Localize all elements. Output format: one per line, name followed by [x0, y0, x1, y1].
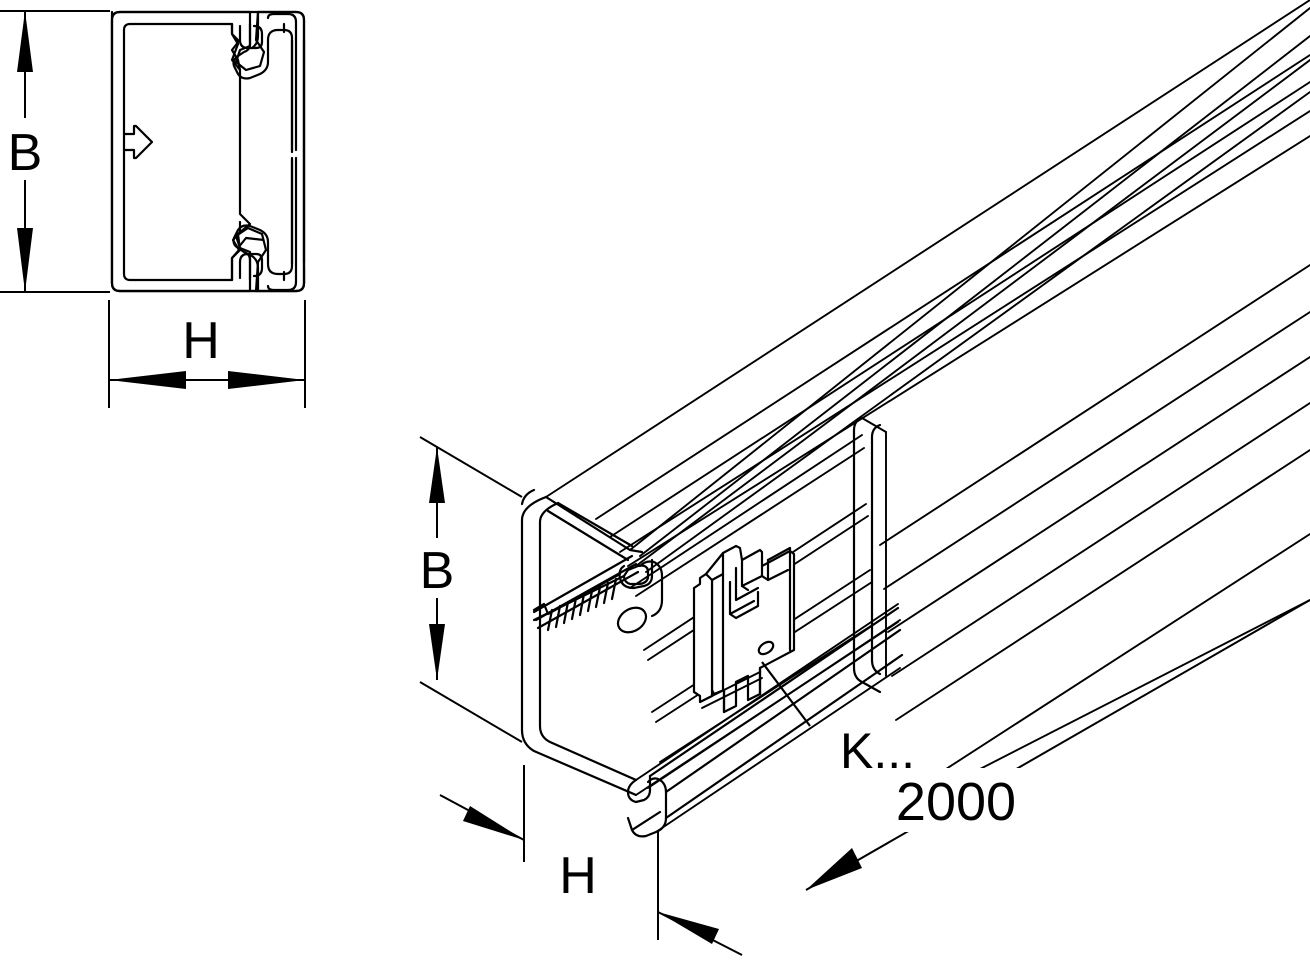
dimension-section-b: B — [0, 10, 110, 293]
dim-arrow-b-down — [17, 228, 33, 292]
iso-upper-latch-notch — [618, 558, 654, 590]
iso-back-end-face — [852, 416, 882, 694]
iso-rivet-hole — [616, 606, 648, 634]
iso-lower-long-edges — [895, 449, 1310, 811]
dim-label-h-bg — [175, 312, 233, 370]
profile-outer-contour — [110, 10, 306, 293]
clip-window-upper — [740, 558, 764, 588]
iso-top-edges — [545, 0, 1310, 567]
profile-inner-wall — [122, 22, 252, 282]
cross-section-view — [110, 10, 306, 293]
iso-dim-line-length — [805, 599, 1310, 891]
isometric-view — [520, 0, 1310, 838]
iso-dim-label-length-bg — [893, 768, 1021, 832]
dim-label-b-bg — [4, 118, 46, 180]
callout-leader-line — [761, 661, 811, 727]
profile-outline — [110, 10, 306, 293]
iso-lower-hook-lip — [626, 774, 652, 804]
iso-front-upper-lip — [532, 554, 634, 614]
dim-arrow-h-left — [109, 371, 186, 389]
clip-slot-hole — [757, 640, 775, 656]
iso-top-rail — [616, 7, 1310, 634]
profile-direction-arrow-icon — [122, 124, 154, 160]
iso-dim-arrow-h-left — [463, 806, 524, 840]
dimension-iso-length: 2000 — [805, 599, 1310, 891]
iso-serrated-strip — [532, 572, 626, 632]
profile-top-hook — [230, 10, 298, 154]
iso-front-face — [520, 488, 644, 797]
iso-dim-label-h-bg — [552, 845, 606, 903]
dim-label-iso-h: H — [559, 847, 597, 905]
dim-label-iso-length: 2000 — [896, 772, 1016, 832]
dimension-section-h: H — [108, 300, 306, 408]
callout-label-clip: K... — [840, 723, 915, 779]
iso-dim-arrow-b-up — [429, 447, 445, 503]
dim-label-section-h: H — [182, 312, 220, 370]
iso-serration-teeth — [546, 577, 618, 632]
dimension-iso-b: B — [416, 436, 523, 743]
profile-bottom-hook — [230, 156, 298, 293]
iso-dim-arrow-length — [806, 848, 862, 890]
dim-arrow-h-right — [228, 371, 305, 389]
mounting-clip — [692, 544, 796, 714]
clip-left-wing — [692, 572, 714, 704]
iso-dim-arrow-b-down — [429, 624, 445, 680]
dim-arrow-b-up — [17, 11, 33, 72]
iso-backwall-ribs — [879, 264, 1310, 677]
iso-ext-line-b-bottom — [419, 681, 523, 743]
dim-label-iso-b: B — [420, 542, 455, 600]
iso-dim-label-b-bg — [416, 538, 460, 598]
dim-label-section-b: B — [8, 124, 43, 182]
iso-bottom-rail — [626, 603, 904, 838]
iso-dim-arrow-h-right — [658, 912, 719, 944]
callout-clip: K... — [761, 661, 915, 779]
dimension-iso-h: H — [439, 765, 743, 956]
